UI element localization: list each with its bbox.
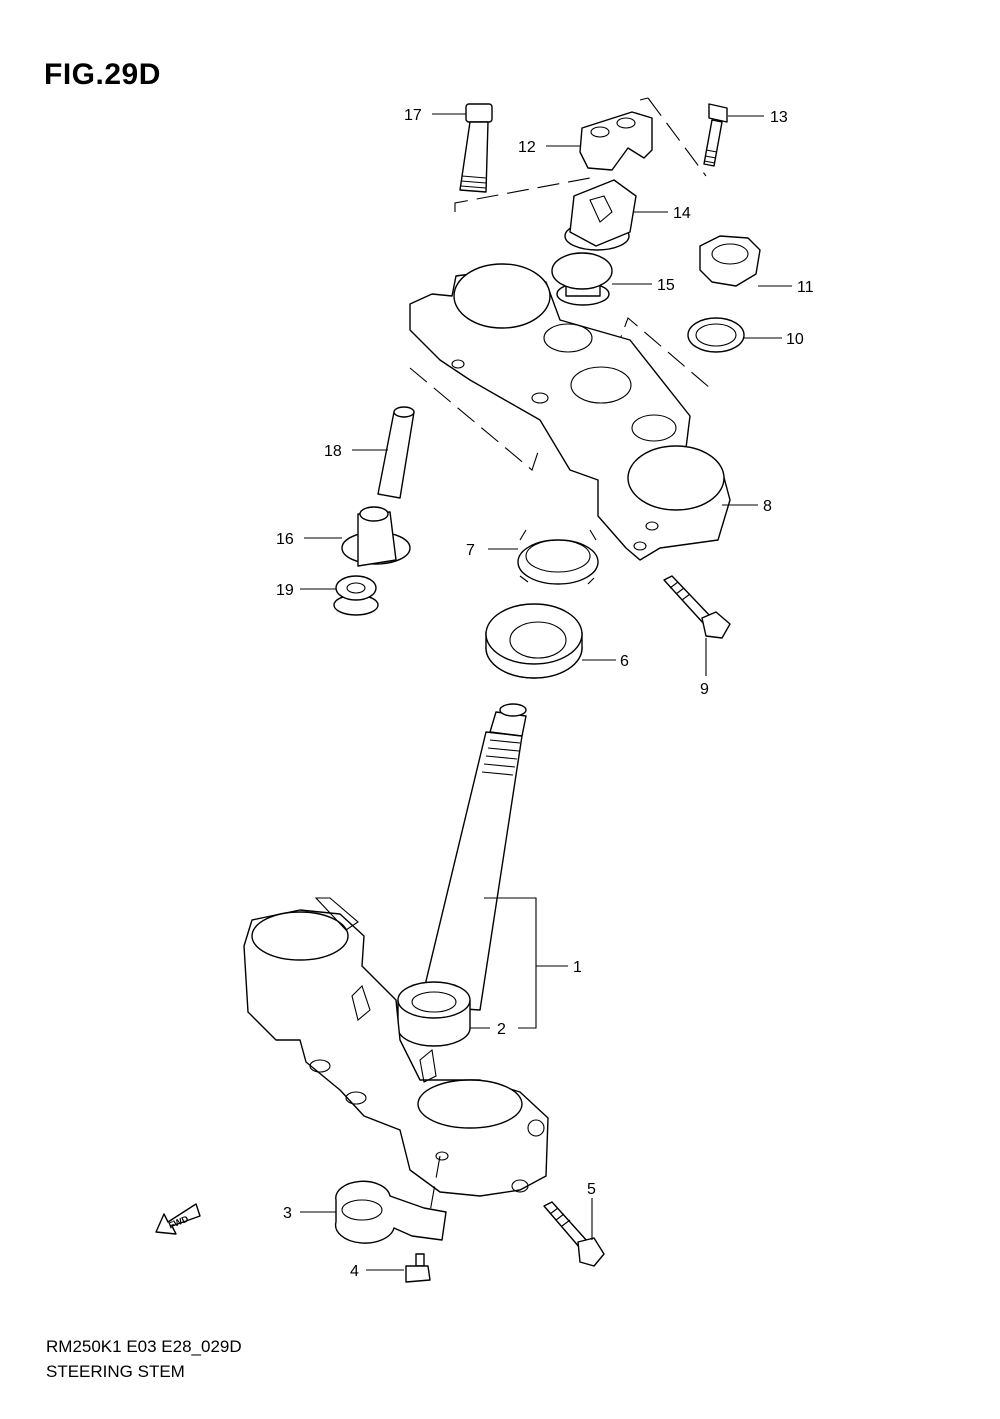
- part-8-upper-bracket: [409, 263, 731, 561]
- part-19-collar: [333, 575, 379, 616]
- part-4-bolt: [405, 1253, 431, 1283]
- callout-4: 4: [350, 1263, 359, 1280]
- guide-line: [454, 177, 591, 212]
- callout-10: 10: [786, 331, 804, 348]
- callout-1: 1: [573, 959, 582, 976]
- part-6-bearing: [485, 603, 583, 679]
- part-1-stem-shaft: [419, 703, 527, 1011]
- callout-7: 7: [466, 542, 475, 559]
- callout-6: 6: [620, 653, 629, 670]
- callout-19: 19: [276, 582, 294, 599]
- fwd-label: FWD: [167, 1213, 190, 1230]
- callout-2: 2: [497, 1021, 506, 1038]
- figure-code: RM250K1 E03 E28_029D: [46, 1337, 242, 1356]
- part-1-lower-bracket: [243, 897, 549, 1197]
- guide-line: [429, 1155, 441, 1213]
- guide-line: [409, 367, 541, 471]
- callout-5: 5: [587, 1181, 596, 1198]
- part-15-cushion: [551, 252, 613, 306]
- callout-18: 18: [324, 443, 342, 460]
- callout-16: 16: [276, 531, 294, 548]
- part-16-cushion: [341, 506, 411, 567]
- part-5-bolt: [543, 1201, 605, 1267]
- part-17-bolt: [459, 103, 493, 193]
- callout-15: 15: [657, 277, 675, 294]
- part-13-bolt: [703, 103, 728, 167]
- figure-name: STEERING STEM: [46, 1362, 185, 1381]
- callout-13: 13: [770, 109, 788, 126]
- part-7-lock-nut: [517, 529, 599, 585]
- part-11-nut: [699, 235, 761, 287]
- part-9-bolt: [663, 575, 731, 639]
- part-3-hose-guide: [334, 1180, 447, 1244]
- leader-lines: [300, 113, 792, 1271]
- callout-11: 11: [797, 279, 814, 296]
- callout-3: 3: [283, 1205, 292, 1222]
- guide-line: [639, 97, 649, 101]
- part-10-washer: [687, 317, 745, 353]
- callout-17: 17: [404, 107, 422, 124]
- callout-8: 8: [763, 498, 772, 515]
- part-12-clamp: [579, 111, 653, 171]
- fwd-arrow-icon: FWD: [155, 1203, 201, 1235]
- part-18-pin: [377, 406, 415, 499]
- callout-12: 12: [518, 139, 536, 156]
- figure-footer: RM250K1 E03 E28_029D STEERING STEM: [46, 1334, 242, 1384]
- callout-14: 14: [673, 205, 691, 222]
- figure-title: FIG.29D: [44, 58, 161, 91]
- callout-9: 9: [700, 681, 709, 698]
- guide-line: [647, 97, 707, 177]
- part-2-bearing: [397, 981, 471, 1047]
- part-14-holder: [564, 179, 637, 251]
